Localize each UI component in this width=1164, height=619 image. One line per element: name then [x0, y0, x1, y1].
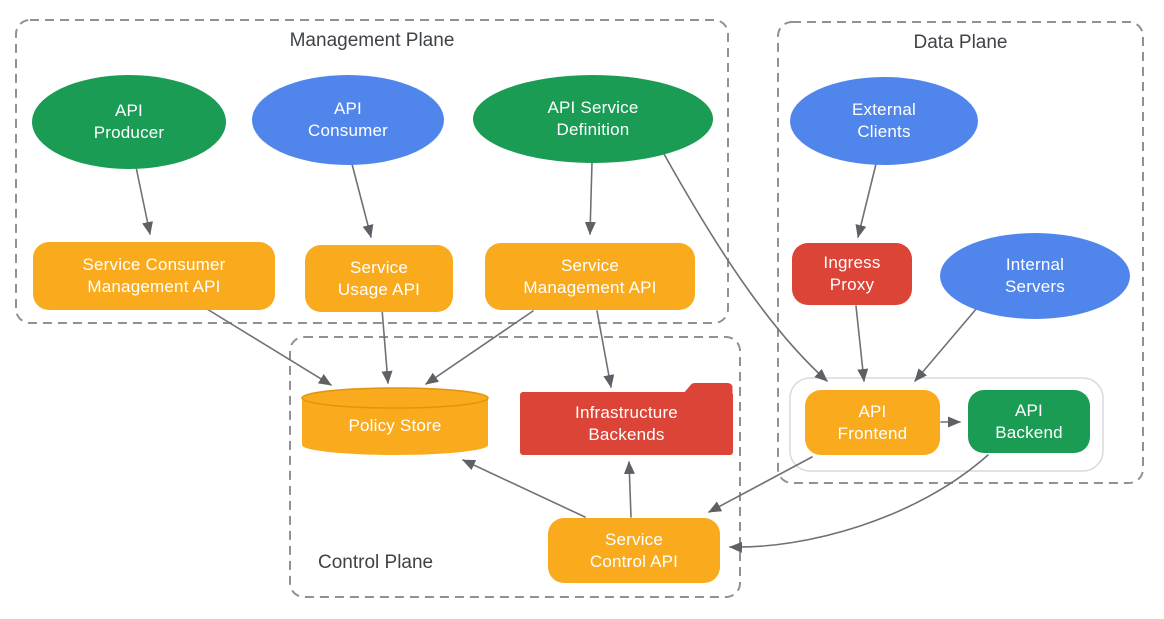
node-api-producer — [32, 75, 226, 169]
node-service-management-api — [485, 243, 695, 310]
edge-api-backend-to-service-control-api — [729, 454, 989, 553]
node-internal-servers — [940, 233, 1130, 319]
edge-api-frontend-to-service-control-api — [708, 456, 813, 513]
edge-api-producer-to-service-consumer-management-api — [135, 166, 153, 235]
node-ingress-proxy — [792, 243, 912, 305]
edge-external-clients-to-ingress-proxy — [855, 163, 877, 238]
edge-service-control-api-to-policy-store — [462, 459, 586, 518]
node-api-backend — [968, 390, 1090, 453]
node-service-usage-api — [305, 245, 453, 312]
group-data-plane — [777, 21, 1144, 484]
node-api-service-definition — [473, 75, 713, 163]
edge-service-consumer-management-api-to-policy-store — [206, 308, 332, 386]
node-service-consumer-management-api — [33, 242, 275, 310]
edge-api-service-definition-to-service-management-api — [584, 161, 596, 235]
node-infrastructure-backends — [520, 383, 733, 455]
group-control-plane — [289, 336, 741, 598]
edge-service-control-api-to-infrastructure-backends — [623, 461, 635, 518]
node-external-clients — [790, 77, 978, 165]
edge-api-service-definition-to-api-frontend — [663, 153, 828, 382]
group-management-plane — [15, 19, 729, 324]
edge-service-management-api-to-infrastructure-backends — [596, 310, 615, 388]
node-api-frontend — [805, 390, 940, 455]
edge-ingress-proxy-to-api-frontend — [855, 305, 869, 382]
node-api-consumer — [252, 75, 444, 165]
edge-api-consumer-to-service-usage-api — [351, 163, 374, 238]
edge-service-management-api-to-policy-store — [425, 310, 534, 385]
node-service-control-api — [548, 518, 720, 583]
edge-service-usage-api-to-policy-store — [381, 308, 393, 384]
node-policy-store — [301, 387, 489, 455]
edge-internal-servers-to-api-frontend — [914, 307, 978, 382]
